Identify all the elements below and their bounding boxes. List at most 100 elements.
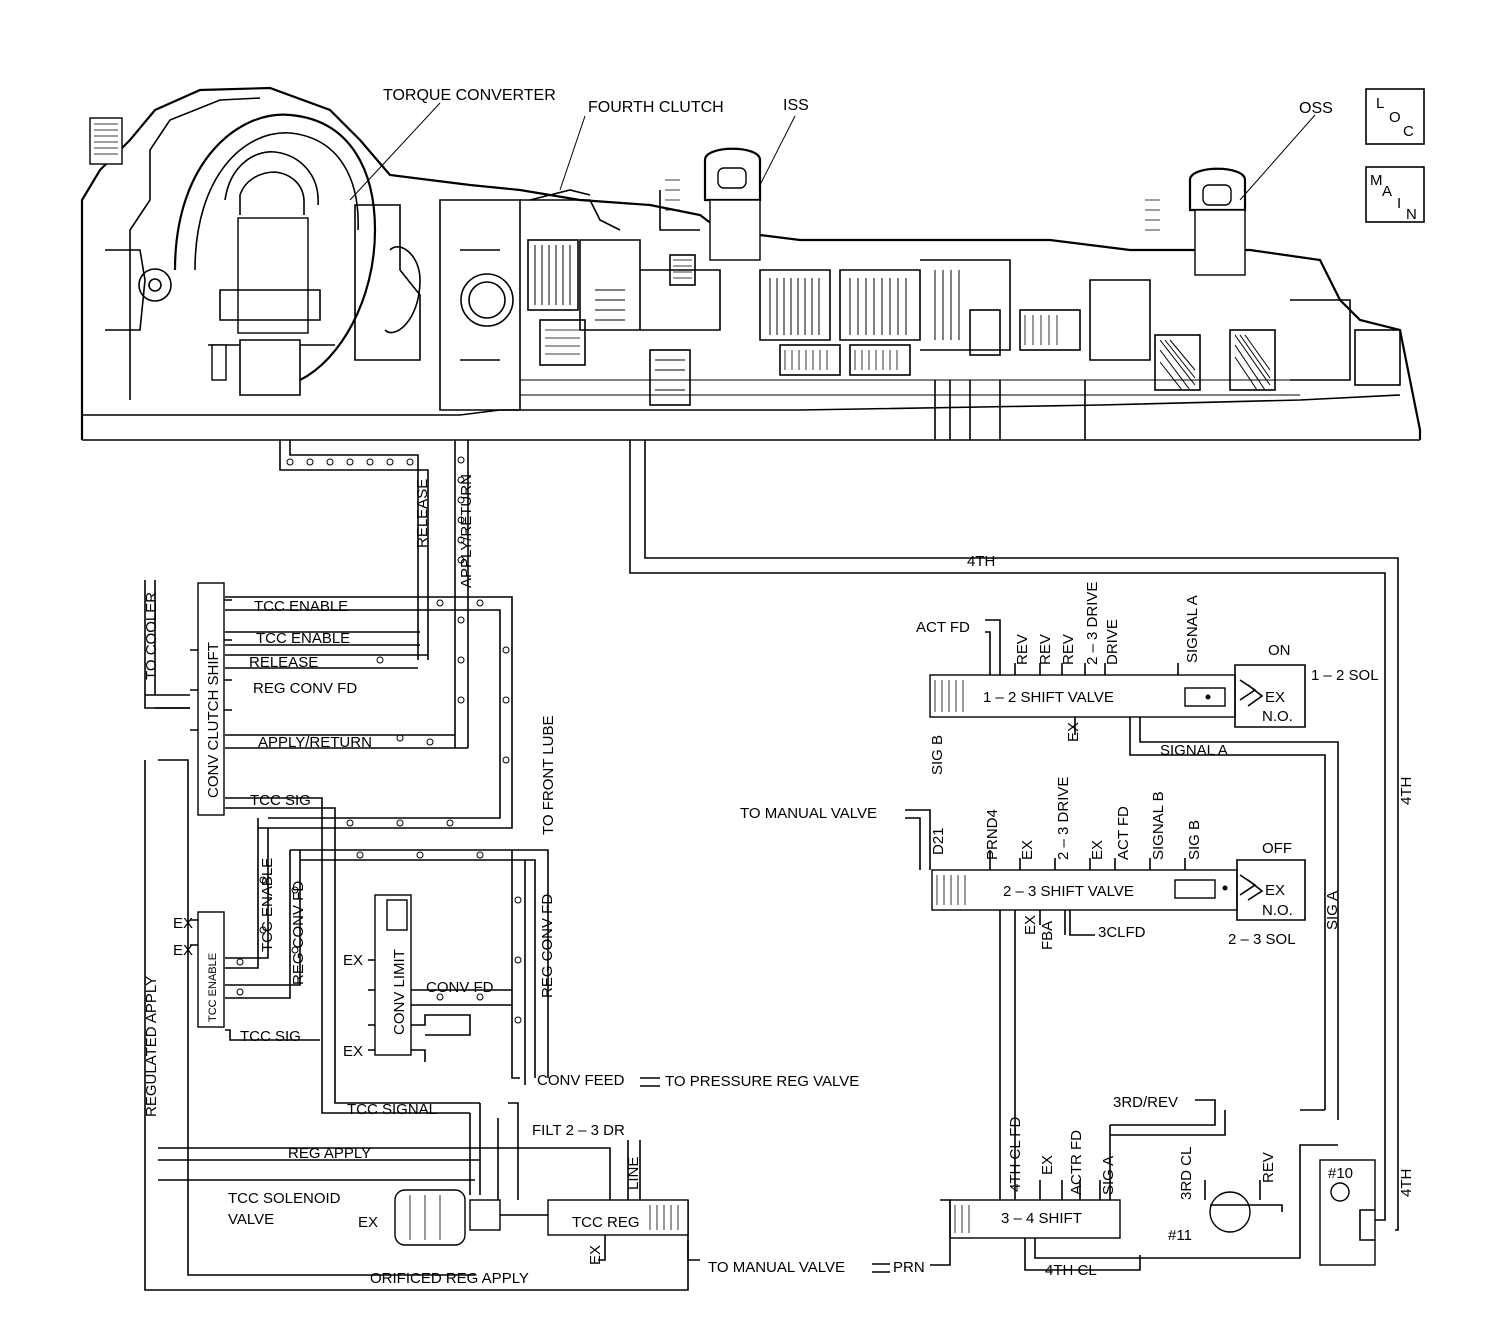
label-ex-9: EX (1089, 840, 1106, 860)
main-letter-i: I (1397, 195, 1401, 212)
label-ex-4: EX (343, 1043, 363, 1060)
label-act-fd: ACT FD (916, 619, 970, 636)
label-sig-b-2: SIG B (1186, 820, 1203, 860)
loc-letter-l: L (1376, 95, 1384, 112)
sol-1-2-symbol (1205, 679, 1264, 707)
label-oss: OSS (1299, 100, 1333, 117)
label-reg-conv-fd: REG CONV FD (253, 680, 357, 697)
label-tcc-enable-valve: TCC ENABLE (207, 953, 219, 1022)
label-2-3-sol: 2 – 3 SOL (1228, 931, 1296, 948)
label-tcc-solenoid-valve-1: TCC SOLENOID (228, 1190, 341, 1207)
main-button[interactable]: M A I N (1365, 166, 1425, 223)
label-2-3-drive-b: 2 – 3 DRIVE (1055, 777, 1072, 860)
label-to-cooler: TO COOLER (143, 592, 160, 680)
right-circuit-lines (629, 440, 1399, 1271)
label-conv-fd: CONV FD (426, 979, 494, 996)
pressure-reg-connector (640, 1077, 660, 1087)
label-2-3-shift-valve: 2 – 3 SHIFT VALVE (1003, 883, 1134, 900)
label-orificed-reg-apply: ORIFICED REG APPLY (370, 1270, 529, 1287)
label-tcc-signal: TCC SIGNAL (347, 1101, 437, 1118)
label-sig-a-right: SIG A (1324, 891, 1341, 930)
label-tcc-solenoid-valve-2: VALVE (228, 1211, 274, 1228)
label-drive: DRIVE (1104, 619, 1121, 665)
label-iss: ISS (783, 97, 809, 114)
label-ex-7: EX (1065, 722, 1082, 742)
label-conv-feed: CONV FEED (537, 1072, 625, 1089)
label-4th-cl-fd: 4TH CL FD (1007, 1117, 1024, 1192)
label-signal-a-vertical: SIGNAL A (1184, 595, 1201, 663)
label-release: RELEASE (249, 654, 318, 671)
label-prnd4: PRND4 (984, 809, 1001, 860)
leader-fourth-clutch (559, 115, 586, 191)
label-rev-4: REV (1260, 1152, 1277, 1183)
label-actr-fd: ACTR FD (1068, 1130, 1085, 1195)
label-rev-2: REV (1037, 634, 1054, 665)
left-circuit-dots (236, 456, 522, 1024)
label-ex-8: EX (1019, 840, 1036, 860)
label-ex-11: EX (1039, 1155, 1056, 1175)
label-conv-clutch-shift: CONV CLUTCH SHIFT (205, 642, 222, 798)
label-tcc-enable-2: TCC ENABLE (256, 630, 350, 647)
label-fourth-clutch: FOURTH CLUTCH (588, 99, 724, 116)
label-tcc-enable-vertical: TCC ENABLE (259, 858, 276, 952)
leader-torque-converter (349, 102, 441, 201)
label-to-manual-valve-bottom: TO MANUAL VALVE (708, 1259, 845, 1276)
label-1-2-sol: 1 – 2 SOL (1311, 667, 1379, 684)
label-4th-top: 4TH (967, 553, 995, 570)
transmission-cross-section (80, 86, 1422, 441)
label-check-11: #11 (1168, 1227, 1192, 1244)
label-4th-right-2: 4TH (1398, 1169, 1415, 1197)
label-3-4-shift-valve: 3 – 4 SHIFT (1001, 1210, 1082, 1227)
label-no-sol2: N.O. (1262, 902, 1293, 919)
main-letter-a: A (1382, 183, 1392, 200)
label-conv-limit: CONV LIMIT (391, 949, 408, 1035)
loc-letter-o: O (1389, 109, 1401, 126)
label-ex-5: EX (358, 1214, 378, 1231)
label-4th-right-1: 4TH (1398, 777, 1415, 805)
prn-connector (872, 1263, 890, 1273)
label-3clfd: 3CLFD (1098, 924, 1146, 941)
label-3rd-rev: 3RD/REV (1113, 1094, 1178, 1111)
label-sig-a-bottom: SIG A (1100, 1156, 1117, 1195)
label-ex-sol1: EX (1265, 689, 1285, 706)
main-letter-m: M (1370, 172, 1383, 189)
label-line: LINE (625, 1157, 642, 1190)
label-no-sol1: N.O. (1262, 708, 1293, 725)
sol-2-3-symbol (1222, 874, 1264, 901)
label-torque-converter: TORQUE CONVERTER (383, 87, 556, 104)
label-apply-return-vertical: APPLY/RETURN (458, 474, 475, 588)
loc-button[interactable]: L O C (1365, 88, 1425, 145)
label-3rd-cl: 3RD CL (1178, 1147, 1195, 1200)
label-prn: PRN (893, 1259, 925, 1276)
label-ex-3: EX (343, 952, 363, 969)
label-act-fd-2: ACT FD (1115, 806, 1132, 860)
label-ex-sol2: EX (1265, 882, 1285, 899)
label-tcc-sig-1: TCC SIG (250, 792, 311, 809)
label-signal-a: SIGNAL A (1160, 742, 1228, 759)
label-sig-b-vertical: SIG B (929, 735, 946, 775)
fourth-clutch-plates (534, 245, 571, 305)
label-tcc-sig-2: TCC SIG (240, 1028, 301, 1045)
label-check-10: #10 (1328, 1165, 1353, 1182)
label-2-3-drive: 2 – 3 DRIVE (1084, 582, 1101, 665)
label-to-manual-valve: TO MANUAL VALVE (740, 805, 877, 822)
label-reg-apply: REG APPLY (288, 1145, 371, 1162)
label-release-vertical: RELEASE (414, 479, 431, 548)
label-ex-2: EX (173, 942, 193, 959)
label-ex-10: EX (1022, 915, 1039, 935)
label-off: OFF (1262, 840, 1292, 857)
label-ex-6: EX (587, 1245, 604, 1265)
label-filt-2-3-dr: FILT 2 – 3 DR (532, 1122, 625, 1139)
label-ex-1: EX (173, 915, 193, 932)
label-tcc-reg: TCC REG (572, 1214, 640, 1231)
label-reg-conv-fd-vertical: REG CONV FD (290, 881, 307, 985)
left-circuit-lines (144, 440, 700, 1291)
label-signal-b: SIGNAL B (1150, 791, 1167, 860)
label-on: ON (1268, 642, 1291, 659)
label-to-front-lube: TO FRONT LUBE (540, 716, 557, 835)
leader-iss (759, 115, 796, 186)
label-1-2-shift-valve: 1 – 2 SHIFT VALVE (983, 689, 1114, 706)
label-to-pressure-reg-valve: TO PRESSURE REG VALVE (665, 1073, 859, 1090)
label-apply-return: APPLY/RETURN (258, 734, 372, 751)
